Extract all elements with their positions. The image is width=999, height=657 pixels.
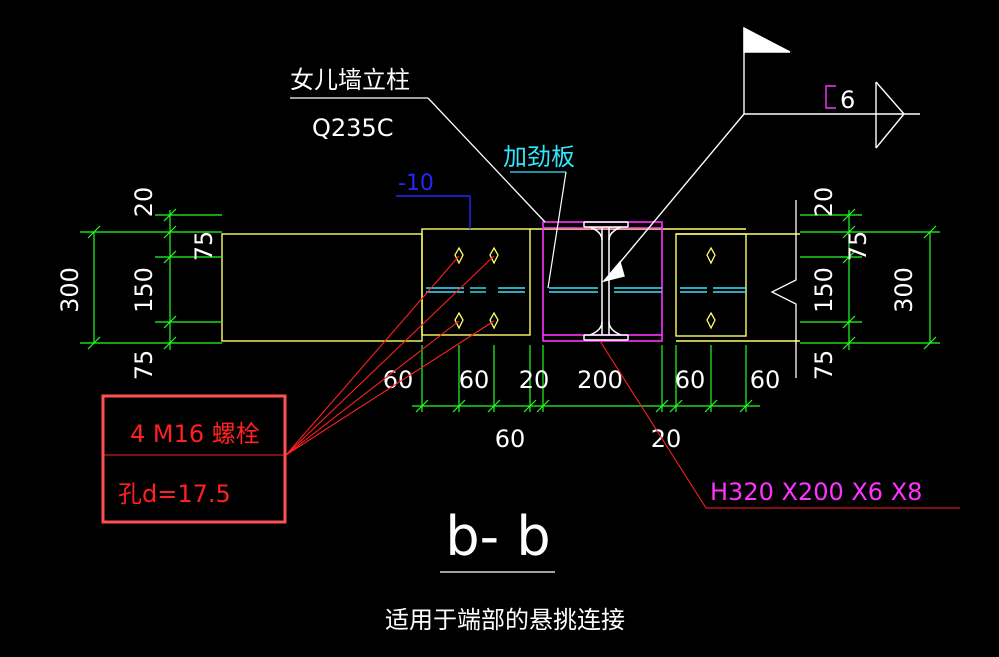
dim-right-top-gap: 20	[810, 187, 838, 218]
dim-h-3: 20	[519, 366, 550, 394]
dimension-texts: 300 20 75 150 75 20 75 150 75 300 60 60 …	[56, 187, 918, 453]
dim-h-4: 200	[577, 366, 623, 394]
dim-h-2: 60	[459, 366, 490, 394]
dim-left-top-gap: 20	[130, 187, 158, 218]
bolt	[489, 311, 499, 330]
dim-left-top: 75	[190, 231, 218, 262]
bolt	[706, 311, 716, 330]
dim-right-total: 300	[890, 267, 918, 313]
dim-h-6: 60	[750, 366, 781, 394]
plate-thickness-leader	[396, 195, 471, 229]
hole-spec-label: 孔d=17.5	[118, 480, 231, 508]
dim-right-top: 75	[844, 231, 872, 262]
dim-left-bottom: 75	[130, 350, 158, 381]
weld-symbol	[602, 26, 920, 283]
center-line	[426, 287, 746, 293]
bolt-spec-label: 4 M16 螺栓	[130, 420, 260, 448]
bolt	[489, 246, 499, 265]
left-connection-plate	[421, 228, 531, 336]
dim-lower-1: 60	[495, 425, 526, 453]
bolt-note-highlight	[101, 394, 287, 524]
parapet-column-leader	[290, 97, 546, 223]
plate-thickness-label: -10	[398, 171, 434, 196]
bolt-leaders	[104, 255, 495, 456]
beam-geometry	[221, 228, 800, 342]
break-line	[770, 200, 797, 378]
bolt	[454, 311, 464, 330]
weld-fillet-icon	[825, 85, 836, 109]
parapet-column-label: 女儿墙立柱	[290, 66, 410, 94]
dim-left-total: 300	[56, 267, 84, 313]
dimension-lines	[80, 208, 940, 413]
section-mark: b- b	[445, 505, 550, 568]
bolt	[706, 246, 716, 265]
stiffener-label: 加劲板	[503, 143, 575, 171]
dim-left-mid: 150	[130, 267, 158, 313]
weld-size-label: 6	[840, 86, 855, 114]
dim-right-bottom: 75	[810, 350, 838, 381]
stiffener-pointer	[547, 171, 567, 289]
h-section	[583, 221, 629, 341]
dim-right-mid: 150	[810, 267, 838, 313]
profile-leader	[599, 340, 960, 509]
right-connection-plate	[675, 233, 747, 337]
drawing-caption: 适用于端部的悬挑连接	[385, 606, 625, 634]
dim-lower-2: 20	[651, 425, 682, 453]
bolt	[454, 246, 464, 265]
column-grade-label: Q235C	[312, 114, 393, 142]
section-profile-label: H320 X200 X6 X8	[710, 478, 922, 506]
dim-h-5: 60	[675, 366, 706, 394]
bolts	[454, 246, 716, 330]
